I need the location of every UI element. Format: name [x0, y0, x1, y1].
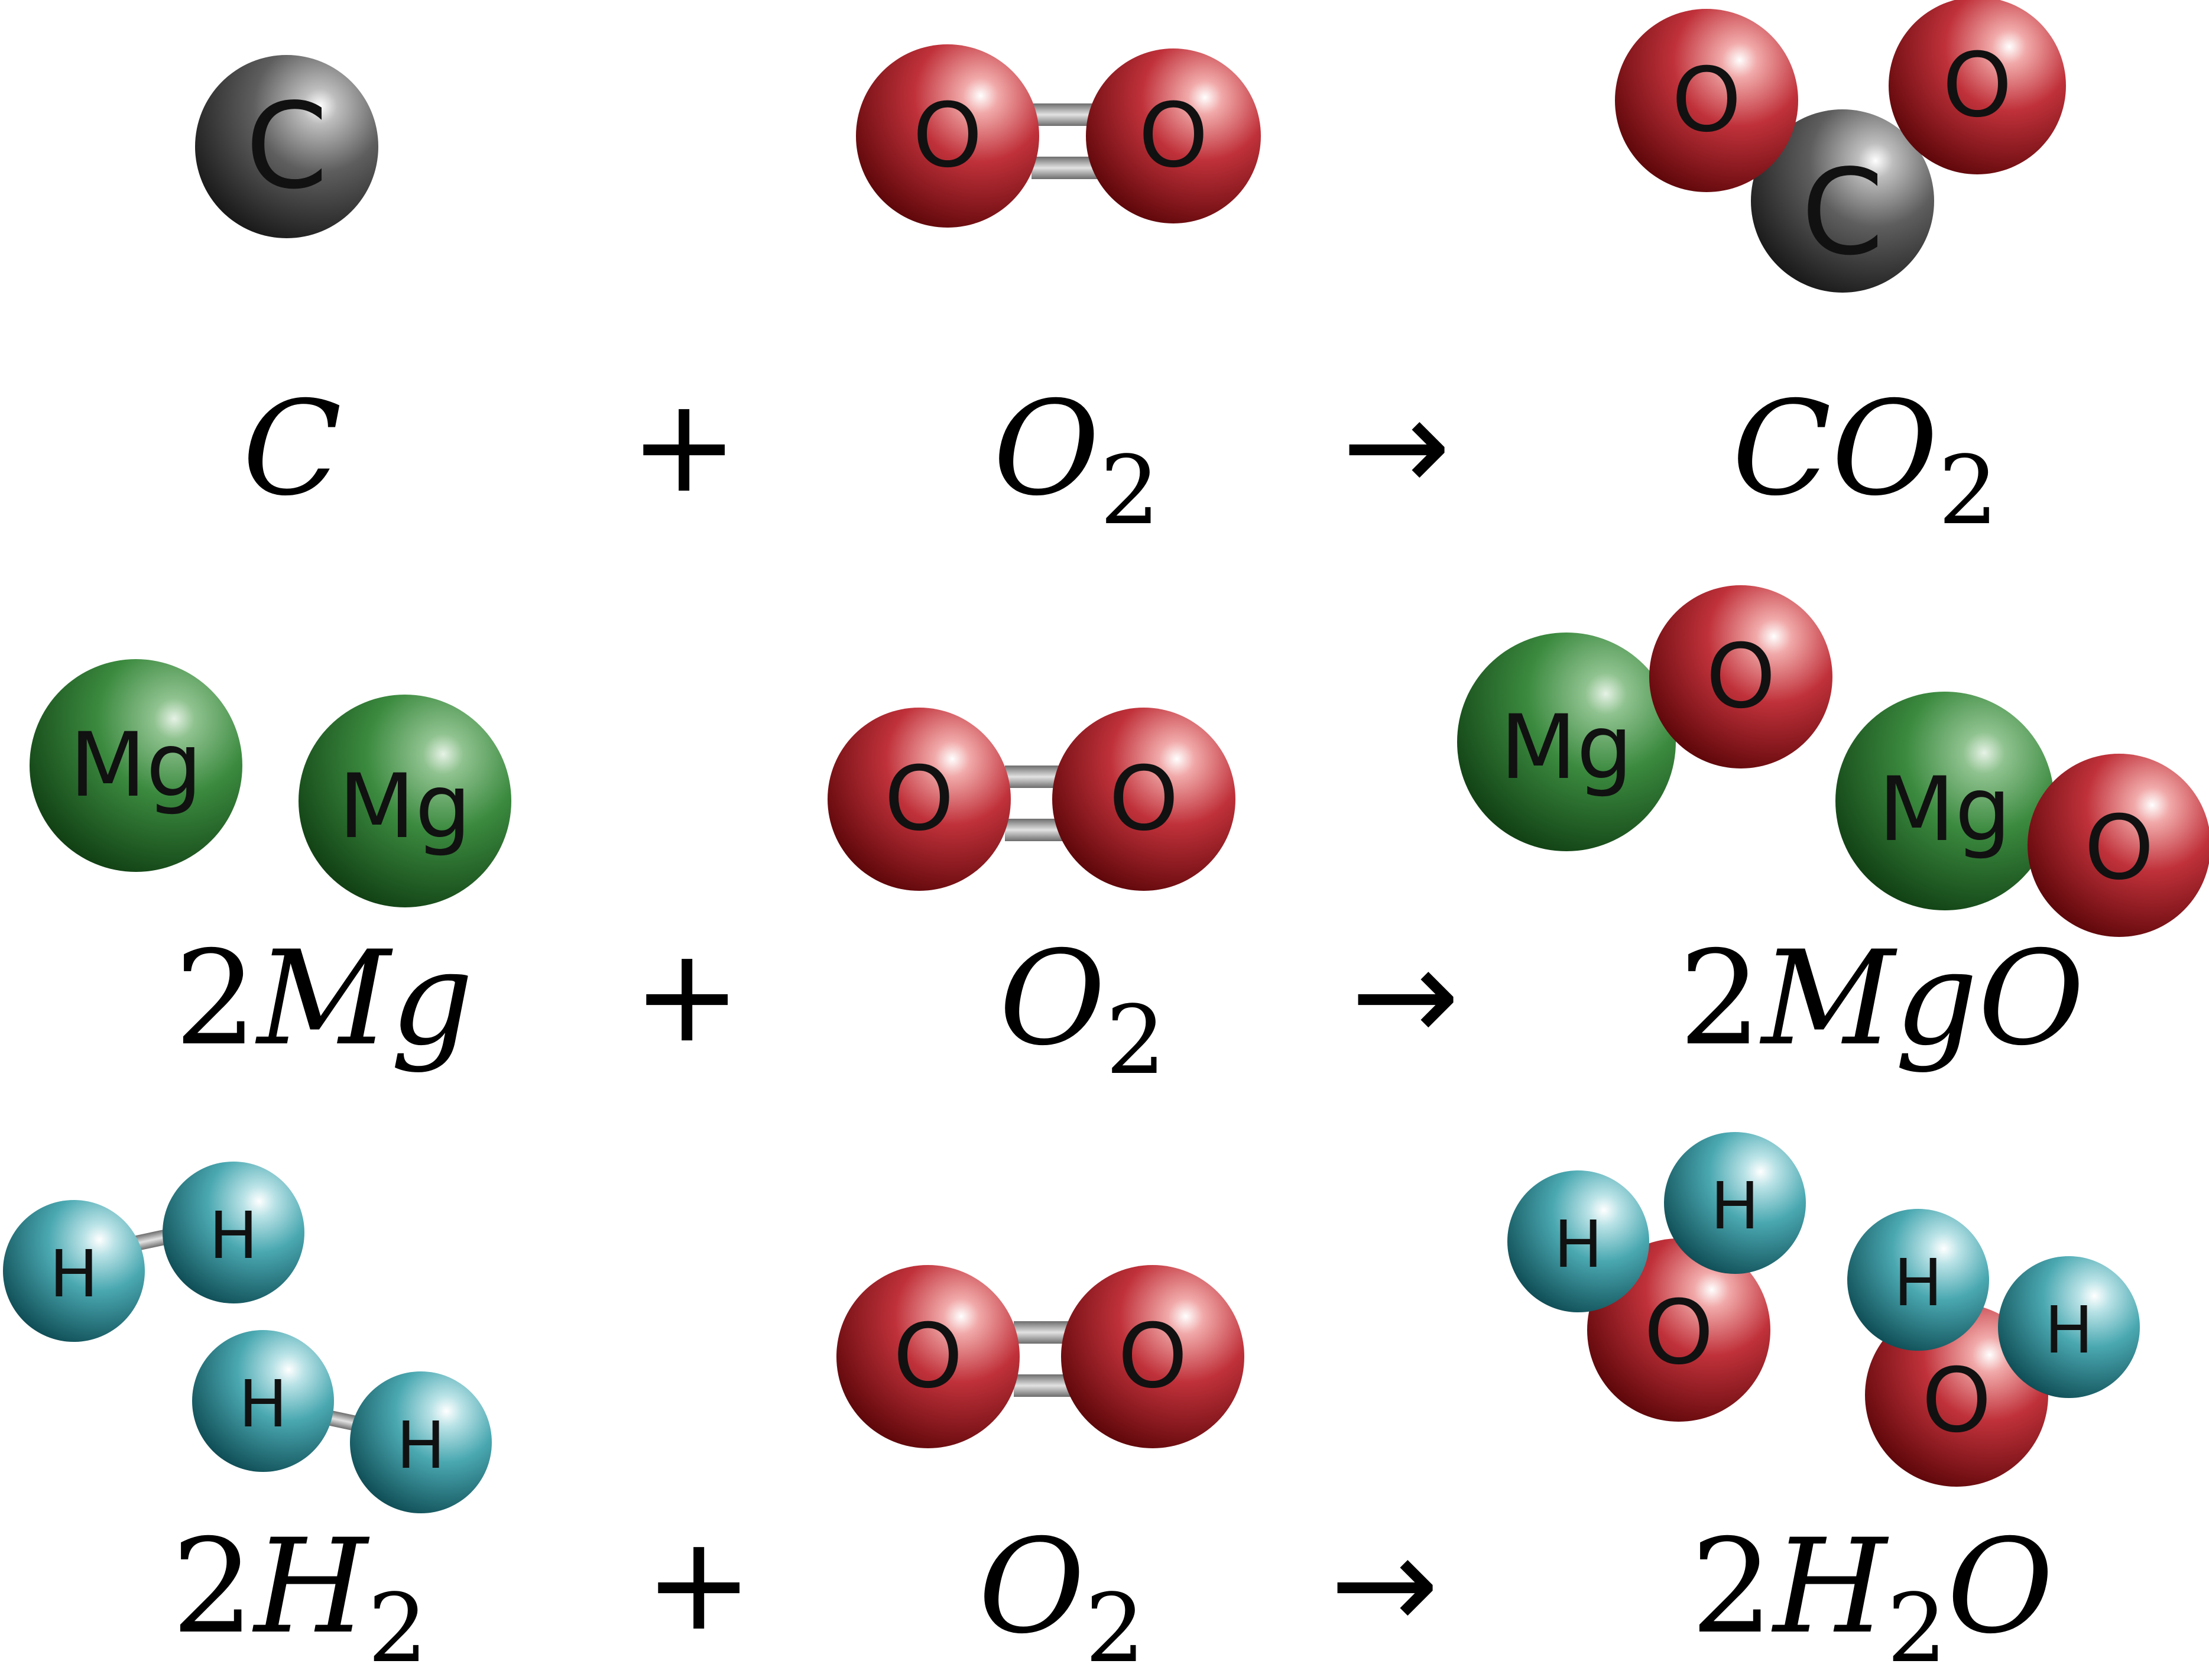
equation-row-3: 2H2 + O2 → 2H2O — [171, 1508, 2054, 1680]
hydrogen-atom-label: H — [1894, 1245, 1943, 1321]
hydrogen-atom-label: H — [50, 1236, 99, 1312]
oxygen-molecule: O O — [828, 708, 1235, 891]
reactant-1-formula: C — [242, 373, 342, 524]
oxygen-atom-label: O — [2084, 797, 2154, 900]
hydrogen-atom — [350, 1371, 492, 1513]
magnesium-atom: Mg — [30, 659, 242, 872]
hydrogen-molecule: H H — [3, 1162, 304, 1342]
magnesium-atom-label: Mg — [339, 755, 472, 858]
oxygen-atom — [1889, 0, 2066, 174]
oxygen-atom-label: O — [884, 748, 954, 851]
oxygen-atom-label: O — [1706, 625, 1776, 728]
oxygen-atom — [856, 44, 1039, 228]
hydrogen-atom-label: H — [209, 1198, 258, 1273]
hydrogen-molecule: H H — [192, 1330, 492, 1513]
oxygen-atom — [1086, 48, 1261, 223]
oxygen-atom — [1615, 9, 1798, 192]
magnesium-atom-label: Mg — [70, 714, 203, 817]
oxygen-molecule: O O — [856, 44, 1261, 228]
oxygen-atom — [836, 1265, 1020, 1448]
hydrogen-atom — [192, 1330, 334, 1472]
magnesium-atom: Mg — [299, 695, 511, 907]
plus-sign: + — [632, 920, 741, 1071]
reaction-arrow: → — [1351, 920, 1459, 1071]
oxygen-atom-label: O — [1672, 49, 1741, 152]
equation-row-1: C + O2 → CO2 — [242, 370, 1999, 546]
reaction-arrow: → — [1330, 1508, 1439, 1659]
water-molecule: O H H — [1847, 1209, 2140, 1487]
hydrogen-atom-label: H — [2045, 1292, 2094, 1368]
reactant-1-formula: 2Mg — [174, 923, 473, 1074]
hydrogen-atom-label: H — [1711, 1168, 1760, 1244]
oxygen-molecule: O O — [836, 1265, 1244, 1448]
oxygen-atom — [1649, 585, 1832, 768]
carbon-atom-label: C — [245, 78, 328, 216]
oxygen-atom-label: O — [1942, 34, 2012, 137]
hydrogen-atom-label: H — [397, 1407, 446, 1483]
carbon-atom: C — [195, 55, 378, 238]
oxygen-atom-label: O — [1644, 1282, 1714, 1384]
reaction-arrow: → — [1342, 370, 1451, 521]
oxygen-atom-label: O — [1118, 1305, 1188, 1408]
carbon-atom — [1751, 109, 1934, 293]
equation-row-2: 2Mg + O2 → 2MgO — [174, 920, 2084, 1095]
reactant-1-formula: 2H2 — [171, 1511, 428, 1680]
product-formula: 2MgO — [1679, 923, 2084, 1074]
oxygen-atom — [1052, 708, 1235, 891]
water-molecule: O H H — [1507, 1132, 1806, 1422]
oxygen-atom — [828, 708, 1011, 891]
hydrogen-atom — [1664, 1132, 1806, 1274]
row1-molecules: C O O C O O — [195, 0, 2066, 293]
reactant-2-formula: O2 — [993, 373, 1160, 546]
hydrogen-atom — [163, 1162, 304, 1303]
reactant-2-formula: O2 — [978, 1511, 1145, 1680]
magnesium-oxide-molecule: Mg O — [1457, 585, 1832, 851]
oxygen-atom — [1061, 1265, 1244, 1448]
reactant-2-formula: O2 — [999, 923, 1166, 1095]
hydrogen-atom — [1847, 1209, 1989, 1351]
hydrogen-atom — [3, 1200, 145, 1342]
oxygen-atom-label: O — [1138, 85, 1208, 187]
oxygen-atom-label: O — [1922, 1350, 1991, 1452]
carbon-dioxide-molecule: C O O — [1615, 0, 2066, 293]
product-formula: 2H2O — [1691, 1511, 2054, 1680]
row2-molecules: Mg Mg O O Mg O Mg O — [30, 585, 2209, 937]
magnesium-atom-label: Mg — [1500, 696, 1633, 799]
hydrogen-atom-label: H — [1554, 1207, 1603, 1282]
carbon-atom-label: C — [1801, 144, 1884, 282]
oxygen-atom-label: O — [913, 85, 982, 187]
magnesium-atom — [1457, 633, 1676, 851]
plus-sign: + — [630, 370, 738, 521]
oxygen-atom-label: O — [893, 1305, 963, 1408]
hydrogen-atom-label: H — [239, 1366, 288, 1442]
oxygen-atom-label: O — [1109, 748, 1179, 851]
hydrogen-atom — [1507, 1170, 1649, 1312]
product-formula: CO2 — [1732, 373, 1999, 546]
magnesium-oxide-molecule: Mg O — [1835, 692, 2209, 937]
magnesium-atom — [1835, 692, 2054, 910]
plus-sign: + — [644, 1508, 753, 1659]
oxygen-atom — [2028, 754, 2209, 937]
magnesium-atom-label: Mg — [1879, 758, 2012, 861]
row3-molecules: H H H H O O O H H O — [3, 1132, 2140, 1513]
hydrogen-atom — [1998, 1256, 2140, 1398]
